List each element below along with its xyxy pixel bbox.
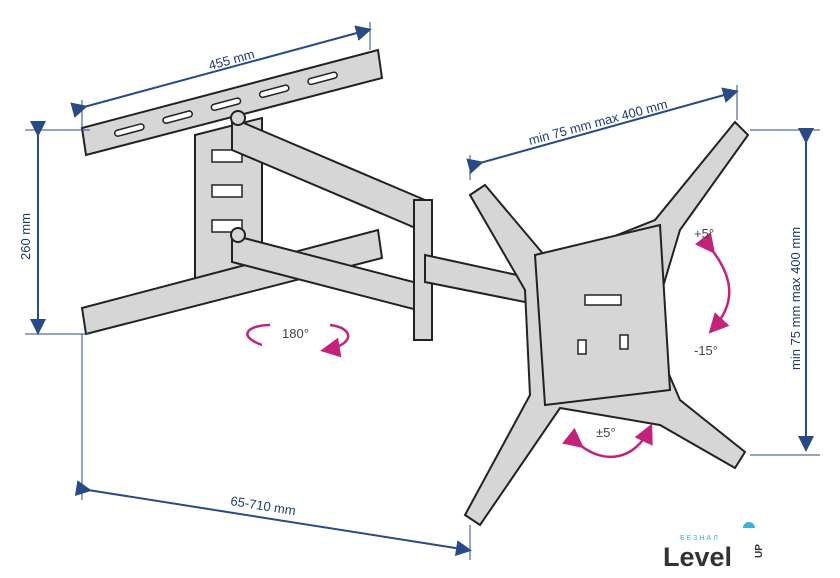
tilt-up-label: +5° — [694, 226, 714, 241]
rotation-arrow — [562, 423, 653, 459]
swivel-angle-label: 180° — [282, 326, 309, 341]
rotation-label: ±5° — [596, 425, 616, 440]
swing-arms — [230, 110, 541, 341]
plate-height-label: 260 mm — [18, 213, 33, 260]
svg-text:БЕЗНАЛ: БЕЗНАЛ — [680, 535, 720, 542]
svg-text:Level: Level — [663, 542, 732, 572]
tilt-arrow — [694, 232, 731, 334]
swivel-arrow — [246, 323, 350, 350]
vesa-vertical-label: min 75 mm max 400 mm — [788, 227, 803, 370]
levelup-logo: БЕЗНАЛ Level UP — [663, 522, 765, 572]
tilt-down-label: -15° — [694, 343, 718, 358]
vesa-horizontal-label: min 75 mm max 400 mm — [527, 96, 669, 148]
vesa-bracket — [463, 120, 750, 527]
svg-text:UP: UP — [754, 544, 765, 558]
plate-width-label: 455 mm — [207, 46, 256, 73]
